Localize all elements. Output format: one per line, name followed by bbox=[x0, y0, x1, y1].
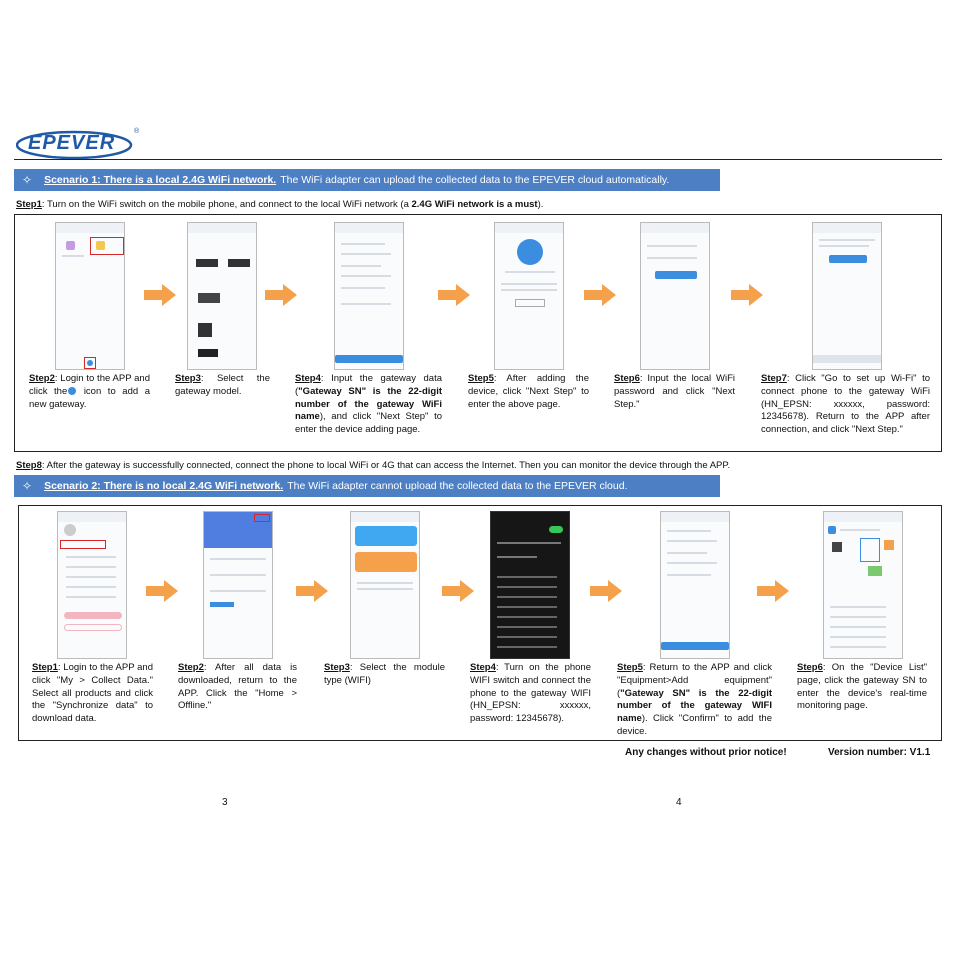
phone-screen-device-added bbox=[494, 222, 564, 370]
scenario1-step7-text: Step7: Click "Go to set up Wi-Fi" to con… bbox=[761, 373, 930, 436]
epever-logo: EPEVER ® bbox=[16, 128, 139, 160]
scenario2-step1-text: Step1: Login to the APP and click "My > … bbox=[32, 662, 153, 725]
page-number-left: 3 bbox=[222, 797, 228, 808]
phone-screen-module-type bbox=[350, 511, 420, 659]
scenario2-step3-text: Step3: Select the module type (WIFI) bbox=[324, 662, 445, 686]
phone-screen-home-offline bbox=[203, 511, 273, 659]
page-number-right: 4 bbox=[676, 797, 682, 808]
sparkle-icon: ✧ bbox=[22, 479, 33, 493]
arrow-right-icon bbox=[265, 284, 297, 306]
notice-text: Any changes without prior notice! bbox=[625, 747, 787, 758]
scenario1-step6-text: Step6: Input the local WiFi password and… bbox=[614, 373, 735, 410]
scenario1-step1: Step1: Turn on the WiFi switch on the mo… bbox=[16, 199, 544, 210]
add-gateway-icon bbox=[68, 387, 77, 396]
scenario1-step3-text: Step3: Select the gateway model. bbox=[175, 373, 270, 397]
scenario2-step6-text: Step6: On the "Device List" page, click … bbox=[797, 662, 927, 712]
arrow-right-icon bbox=[144, 284, 176, 306]
scenario1-banner: ✧ Scenario 1: There is a local 2.4G WiFi… bbox=[14, 169, 720, 191]
scenario1-step5-text: Step5: After adding the device, click "N… bbox=[468, 373, 589, 410]
scenario2-step2-text: Step2: After all data is downloaded, ret… bbox=[178, 662, 297, 712]
arrow-right-icon bbox=[590, 580, 622, 602]
phone-screen-setup-wifi bbox=[812, 222, 882, 370]
phone-screen-add-equipment bbox=[660, 511, 730, 659]
phone-screen-model bbox=[187, 222, 257, 370]
sparkle-icon: ✧ bbox=[22, 173, 33, 187]
scenario2-step4-text: Step4: Turn on the phone WIFI switch and… bbox=[470, 662, 591, 725]
arrow-right-icon bbox=[296, 580, 328, 602]
phone-screen-wifi-password bbox=[640, 222, 710, 370]
arrow-right-icon bbox=[584, 284, 616, 306]
scenario1-step4-text: Step4: Input the gateway data ("Gateway … bbox=[295, 373, 442, 436]
scenario1-panel bbox=[14, 214, 942, 452]
phone-screen-wifi-list bbox=[490, 511, 570, 659]
arrow-right-icon bbox=[757, 580, 789, 602]
arrow-right-icon bbox=[731, 284, 763, 306]
phone-screen-device-list bbox=[823, 511, 903, 659]
scenario1-step2-text: Step2: Login to the APP and click the ic… bbox=[29, 373, 150, 410]
version-text: Version number: V1.1 bbox=[828, 747, 931, 758]
header-rule bbox=[14, 159, 942, 160]
scenario1-step8: Step8: After the gateway is successfully… bbox=[16, 460, 731, 471]
scenario2-step5-text: Step5: Return to the APP and click "Equi… bbox=[617, 662, 772, 737]
scenario2-panel bbox=[18, 505, 942, 741]
phone-screen-login bbox=[55, 222, 125, 370]
arrow-right-icon bbox=[146, 580, 178, 602]
phone-screen-gateway-data bbox=[334, 222, 404, 370]
arrow-right-icon bbox=[442, 580, 474, 602]
phone-screen-my-collect bbox=[57, 511, 127, 659]
arrow-right-icon bbox=[438, 284, 470, 306]
scenario2-banner: ✧ Scenario 2: There is no local 2.4G WiF… bbox=[14, 475, 720, 497]
